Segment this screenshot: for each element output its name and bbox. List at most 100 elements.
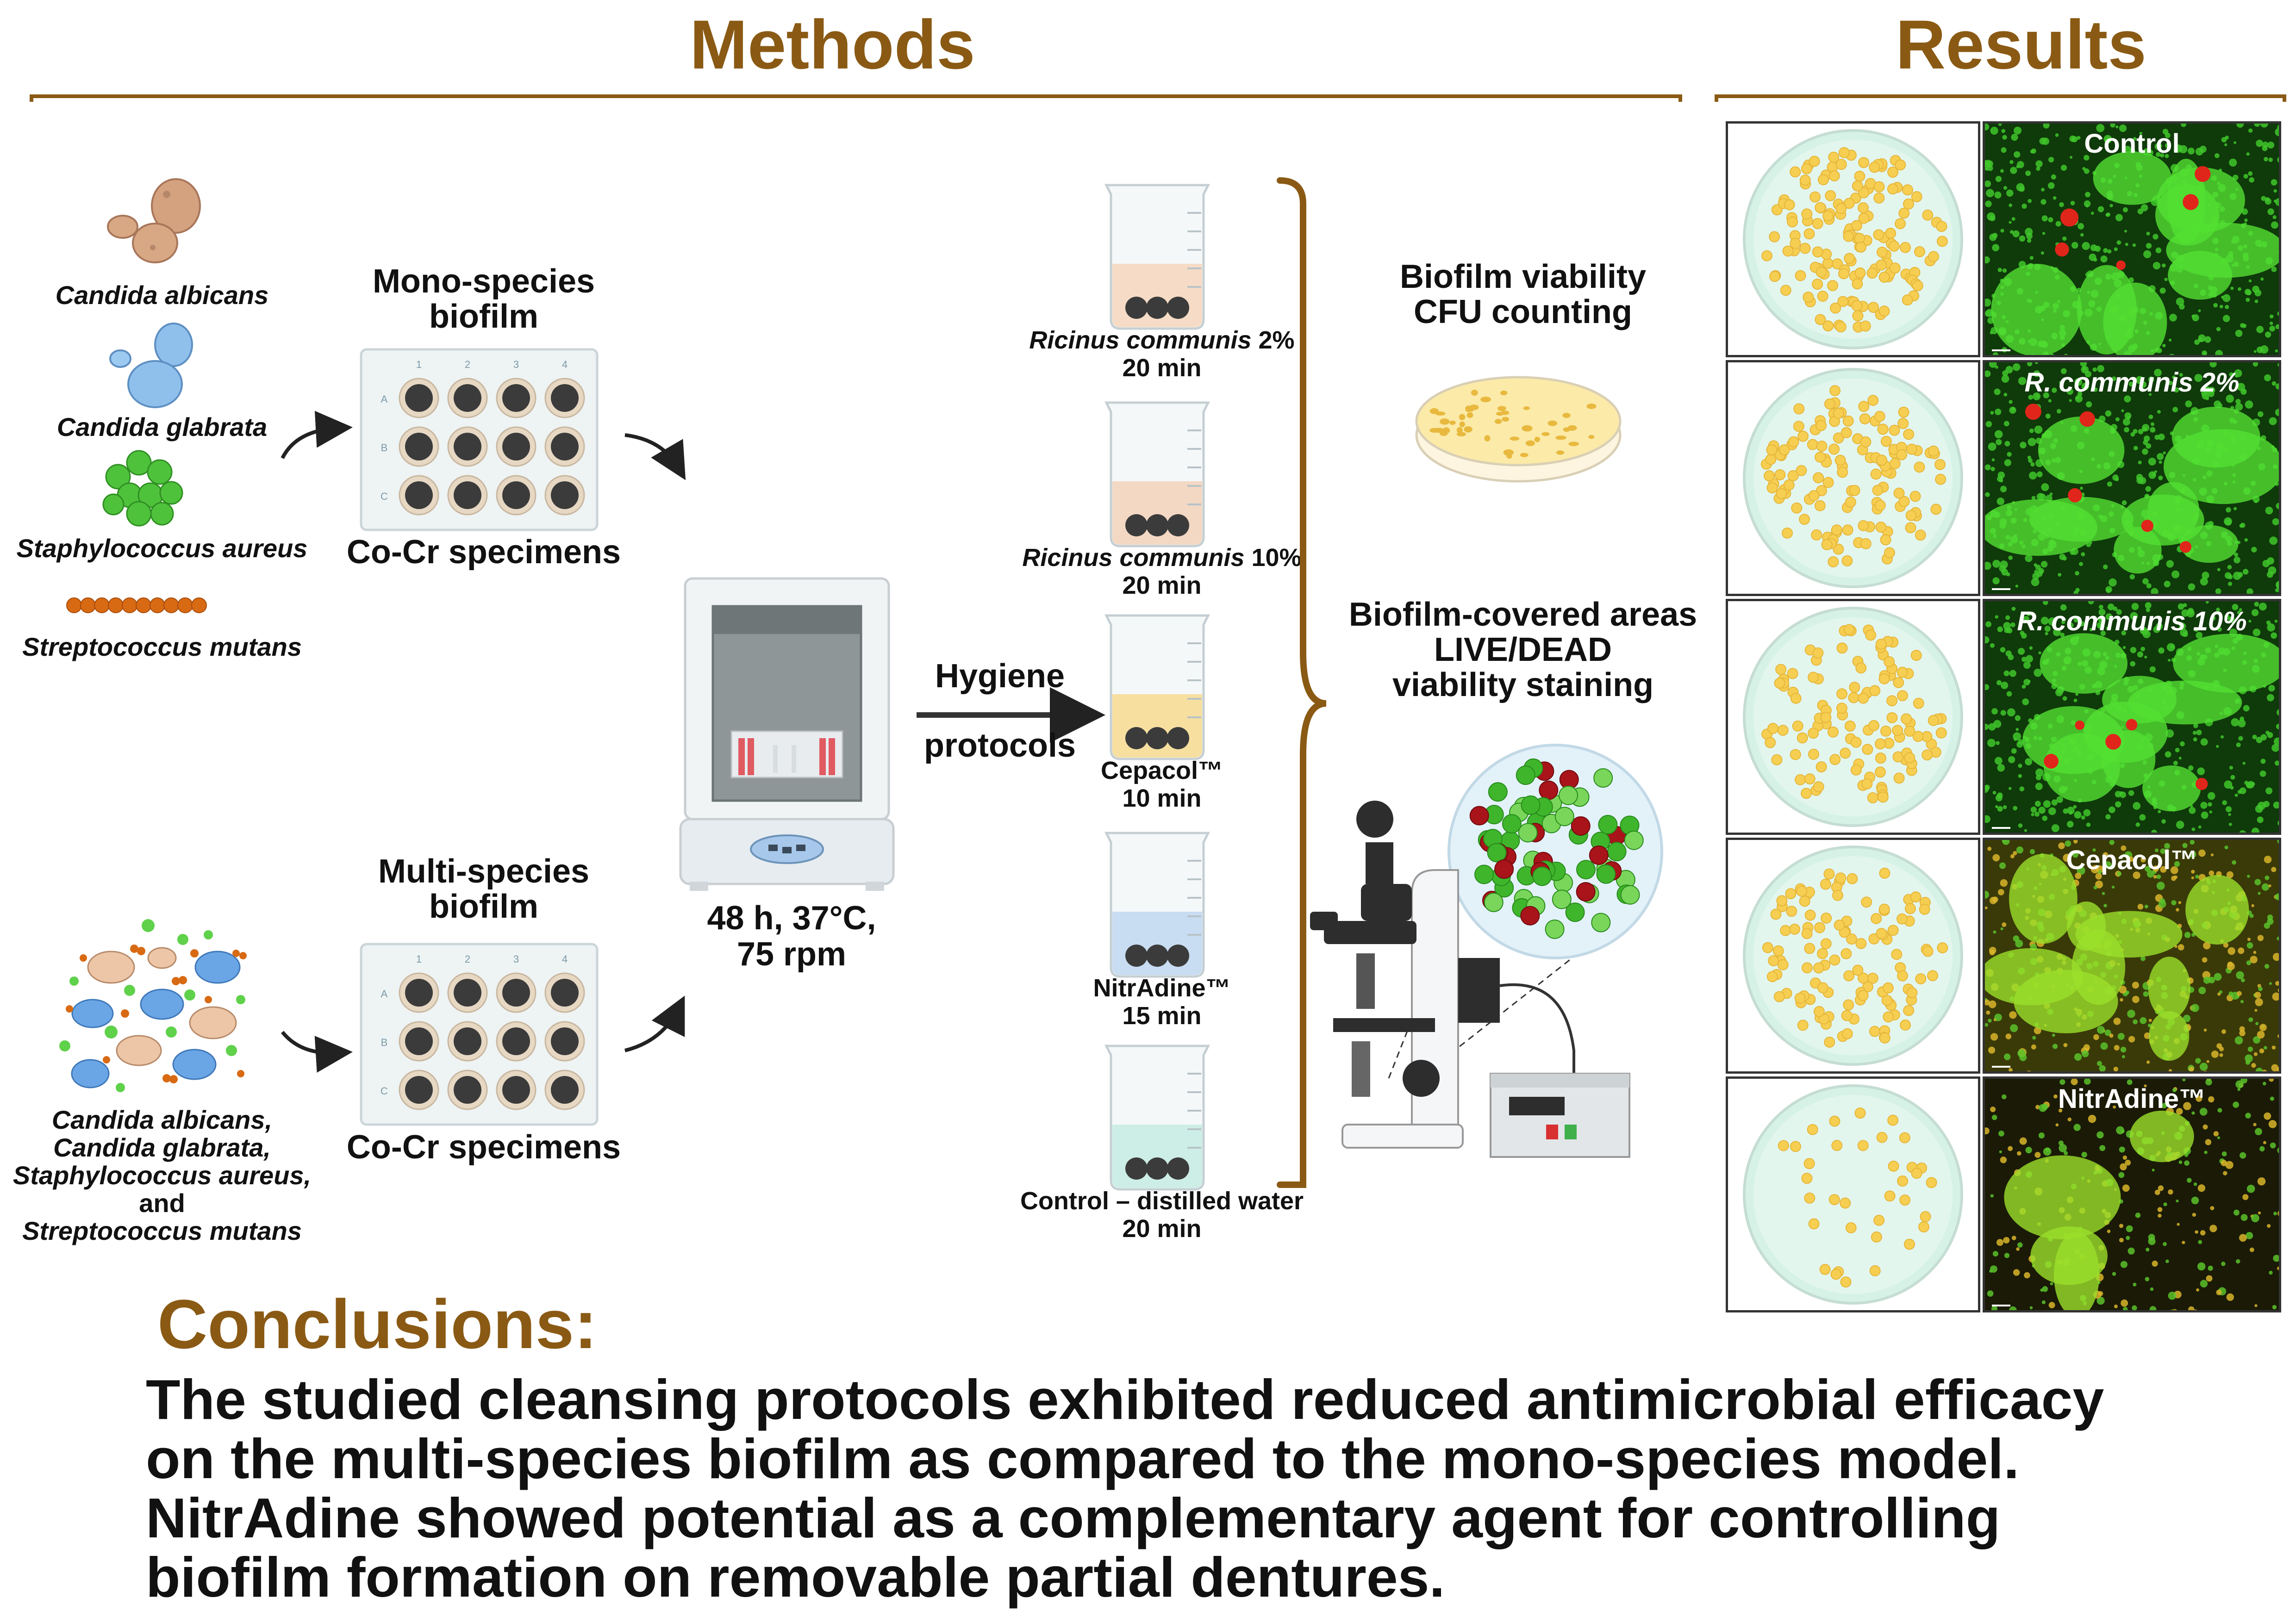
colony [1887,925,1899,936]
stained-cell [2183,1102,2191,1110]
stained-cell [2191,1196,2199,1205]
stained-cell [2271,1064,2279,1071]
stained-cell [2210,853,2214,857]
stained-cell [2224,780,2233,789]
co-cr-specimen [1125,1157,1148,1180]
stained-cell [2251,609,2259,616]
colony [1875,752,1886,764]
stained-cell [2237,610,2241,615]
stained-cell [2031,148,2036,154]
stained-cell [2234,793,2238,797]
stained-cell [2187,147,2195,155]
stained-cell [2146,243,2152,249]
stained-cell [2224,614,2230,620]
incubation-line-2: 75 rpm [736,936,847,973]
stained-cell [2217,568,2221,572]
stained-cell [2268,157,2273,162]
stained-cell [2221,373,2224,376]
colony [1846,933,1858,945]
stained-cell [2115,417,2120,422]
stained-cell [2248,128,2253,133]
stained-cell [2271,179,2277,186]
stained-cell [2172,407,2178,412]
colony [1873,181,1885,193]
colony [1816,420,1827,431]
stained-cell [2028,199,2032,203]
stained-cell [2009,594,2015,596]
stained-cell [2142,424,2150,432]
stained-cell [2041,1300,2046,1304]
colony [1809,155,1820,167]
dead-cell [2075,720,2085,730]
colony [1762,942,1773,953]
stained-cell [2140,381,2147,388]
stained-cell [1992,244,2000,252]
stained-cell [2148,471,2156,479]
stained-cell [2157,453,2164,460]
stained-cell [1999,565,2006,572]
colony [1838,268,1849,280]
stained-cell [2081,1050,2089,1057]
colony [1808,728,1819,739]
stained-cell [2096,124,2105,132]
stained-cell [1997,626,2003,632]
stained-cell [2246,942,2253,949]
co-cr-specimen [1125,945,1148,967]
colony [1829,954,1841,966]
colony [1873,192,1885,204]
dead-cell [2025,404,2041,420]
stained-cell [2279,666,2281,670]
plate-row-label: C [381,1085,388,1097]
stained-cell [2117,871,2121,876]
stained-cell [2035,783,2043,790]
stained-cell [2164,580,2171,588]
stained-cell [2265,787,2273,795]
stained-cell [2018,774,2022,778]
stained-cell [2242,762,2246,765]
cfu-title: Biofilm viability CFU counting [1342,259,1703,330]
stained-cell [2028,438,2036,446]
stained-cell [2132,982,2139,989]
stained-cell [2132,243,2136,247]
colony [1906,987,1918,999]
stained-cell [2189,807,2196,814]
plate-column-label: 4 [562,359,568,370]
colony [1900,242,1911,253]
stained-cell [2194,1309,2197,1310]
stained-cell [2254,1304,2258,1307]
stained-cell [2275,349,2278,353]
stained-cell [2048,807,2056,815]
stained-cell [2040,1288,2044,1292]
stained-cell [2198,334,2206,342]
colony [1803,292,1814,303]
stained-cell [2156,882,2165,890]
stained-cell [2232,860,2236,865]
colony [1790,692,1802,704]
micrograph-label: R. communis 2% [2024,367,2240,398]
colony [1831,524,1842,536]
colony [1889,424,1900,436]
stained-cell [2164,843,2170,849]
stained-cell [2062,556,2067,561]
stained-cell [2257,935,2264,941]
colony [1855,662,1867,674]
stained-cell [2130,432,2135,437]
stained-cell [2023,616,2029,622]
stained-cell [2043,392,2049,398]
colony [1843,999,1854,1011]
stained-cell [2021,684,2026,689]
stained-cell [2042,1286,2048,1292]
stained-cell [2052,387,2057,393]
stained-cell [2073,1124,2081,1131]
mixed-species-label: Candida albicans, Candida glabrata, Stap… [0,1106,324,1245]
stained-cell [2024,829,2028,832]
stained-cell [2143,250,2152,258]
cfu-line-1: Biofilm viability [1399,258,1647,295]
multi-specimens-label: Co-Cr specimens [346,1129,621,1166]
stained-cell [2070,200,2075,205]
stained-cell [2267,914,2273,920]
protocols-brace [1277,177,1327,1188]
colony [1910,650,1922,661]
stained-cell [2154,143,2162,150]
stained-cell [2231,718,2240,727]
